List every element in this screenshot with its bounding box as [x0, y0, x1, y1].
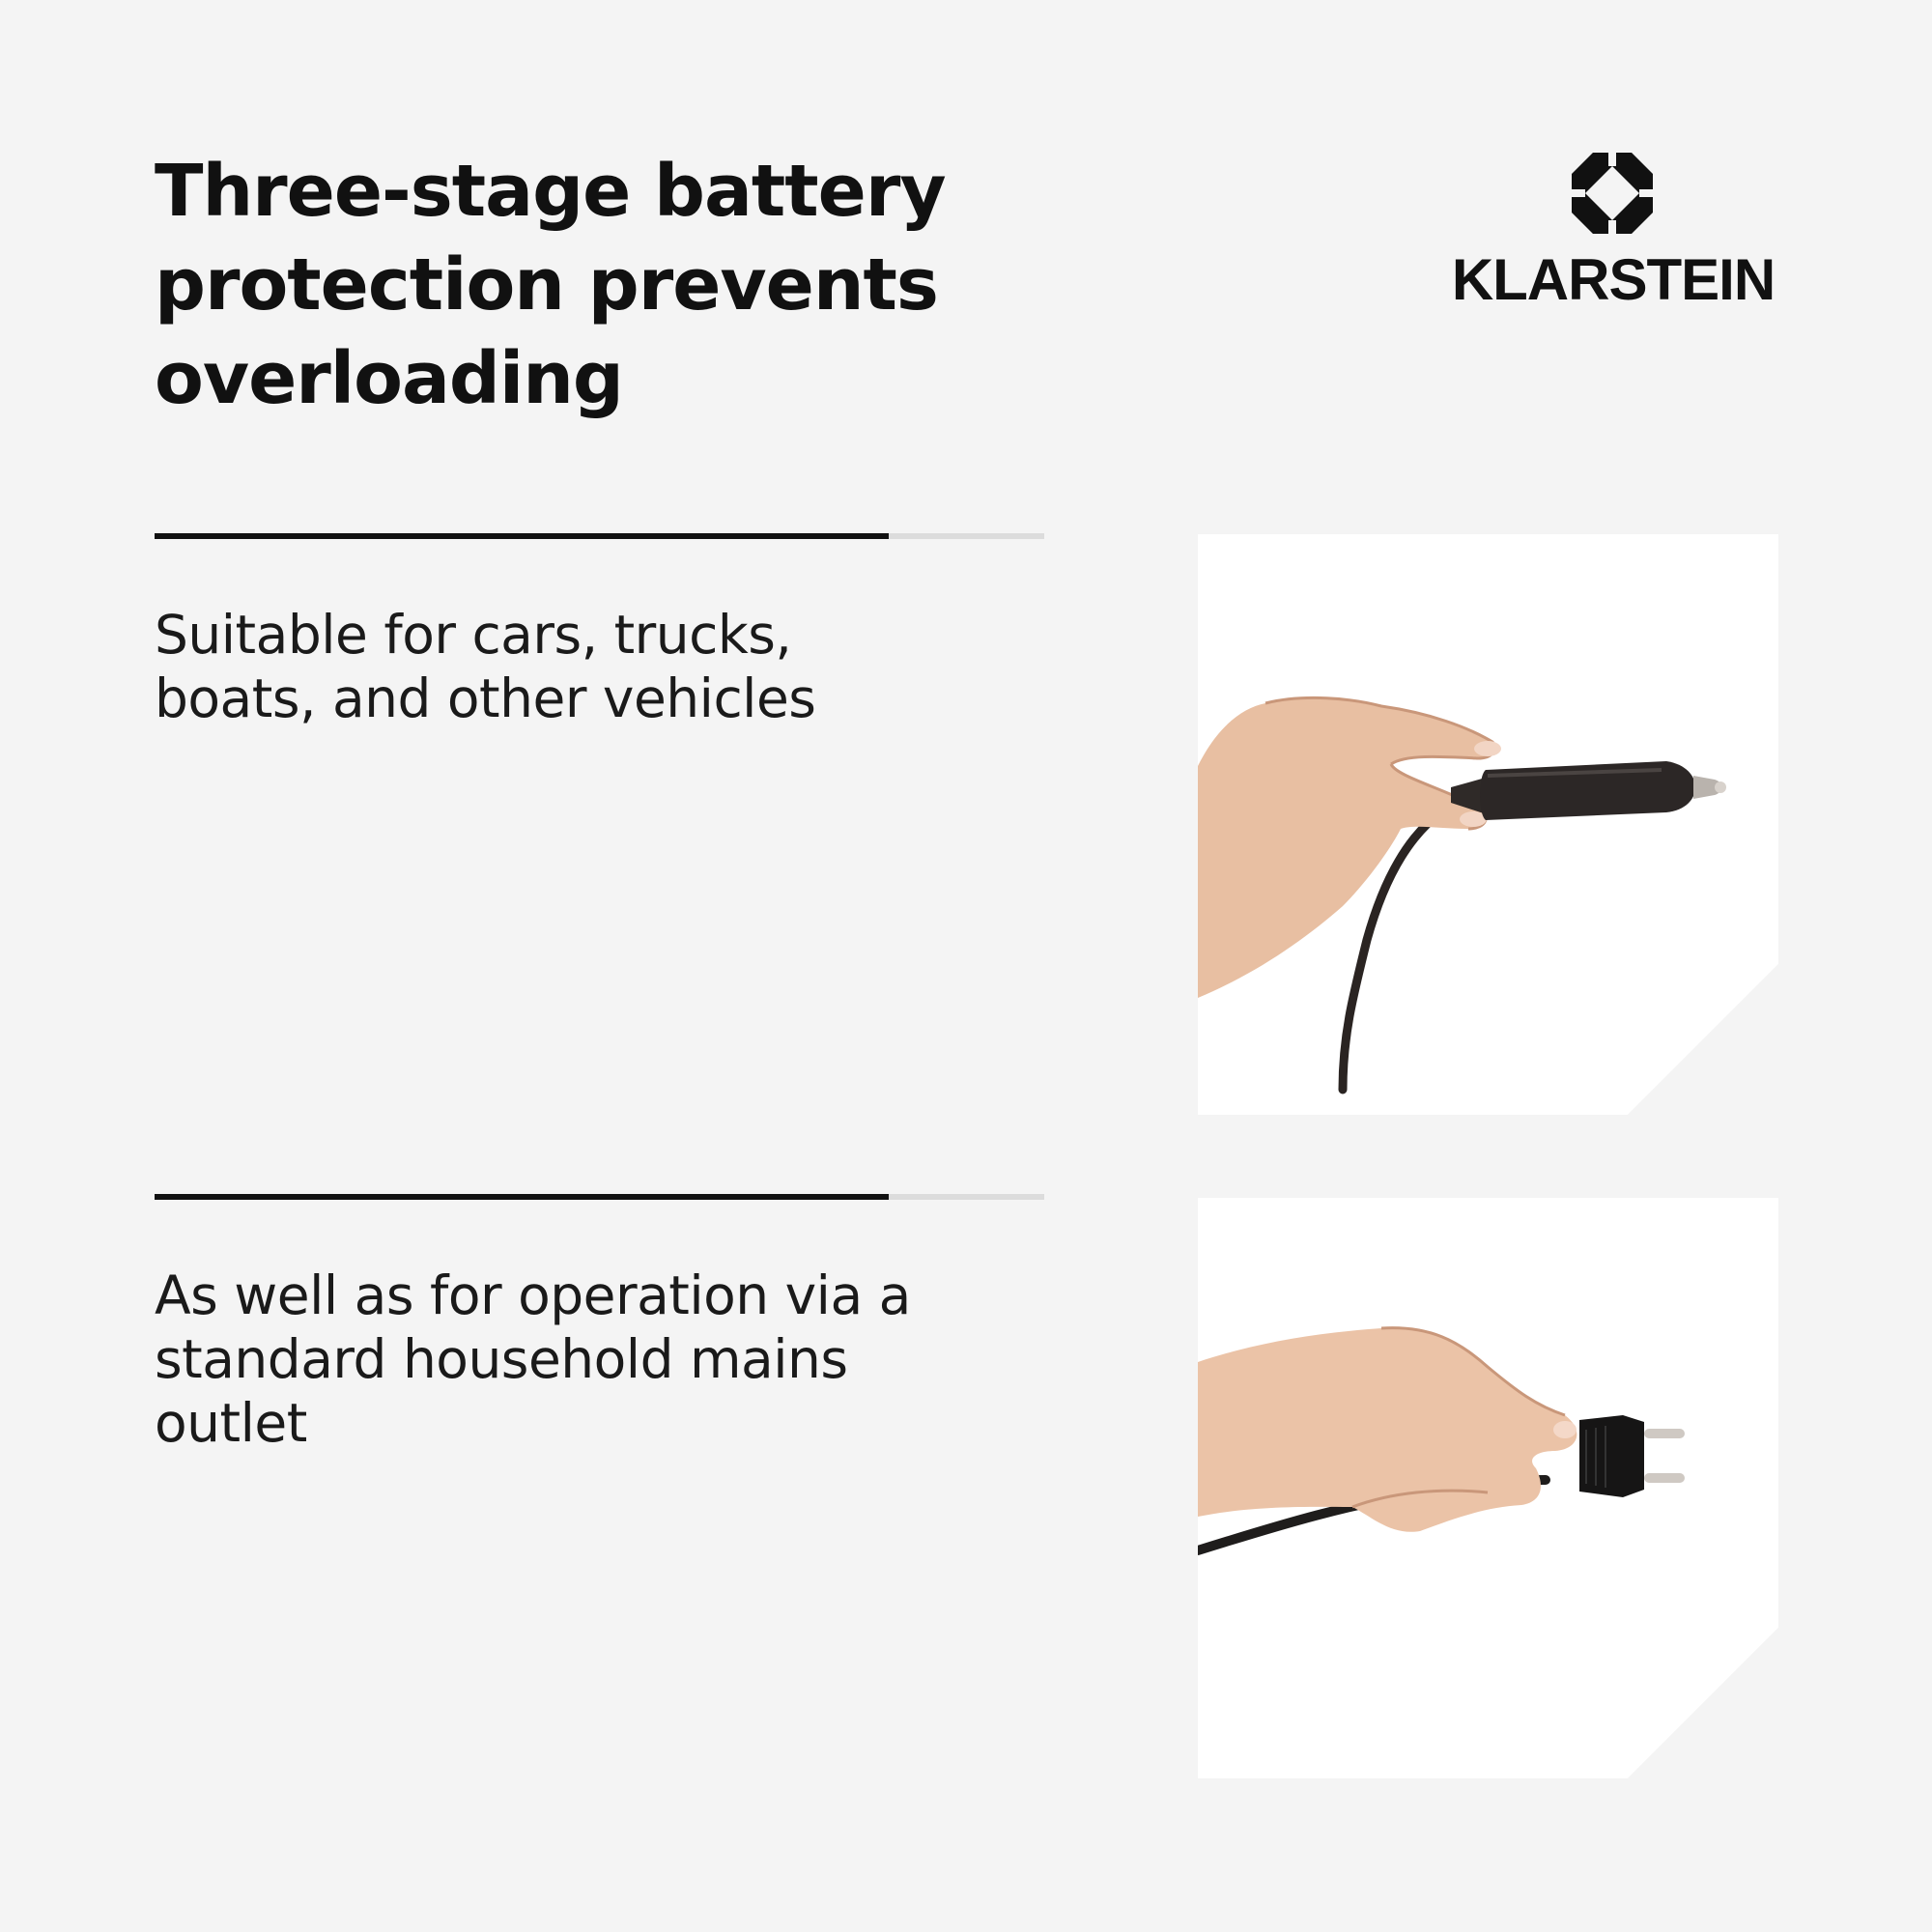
- divider-fill: [155, 533, 889, 539]
- klarstein-logo-icon: [1572, 153, 1653, 234]
- feature-1-divider: [155, 533, 1044, 539]
- car-plug-photo: [1198, 696, 1726, 1094]
- feature-2-image: [1198, 1198, 1778, 1778]
- feature-2-divider: [155, 1194, 1044, 1200]
- mains-plug-photo: [1198, 1326, 1685, 1555]
- feature-2-text: As well as for operation via a standard …: [155, 1264, 911, 1454]
- feature-1-text: Suitable for cars, trucks, boats, and ot…: [155, 604, 816, 729]
- brand-name: KLARSTEIN: [1451, 247, 1776, 312]
- feature-1-image: [1198, 534, 1778, 1115]
- divider-fill: [155, 1194, 889, 1200]
- brand-logo: KLARSTEIN: [1430, 153, 1797, 317]
- page-title: Three-stage battery protection prevents …: [155, 150, 947, 420]
